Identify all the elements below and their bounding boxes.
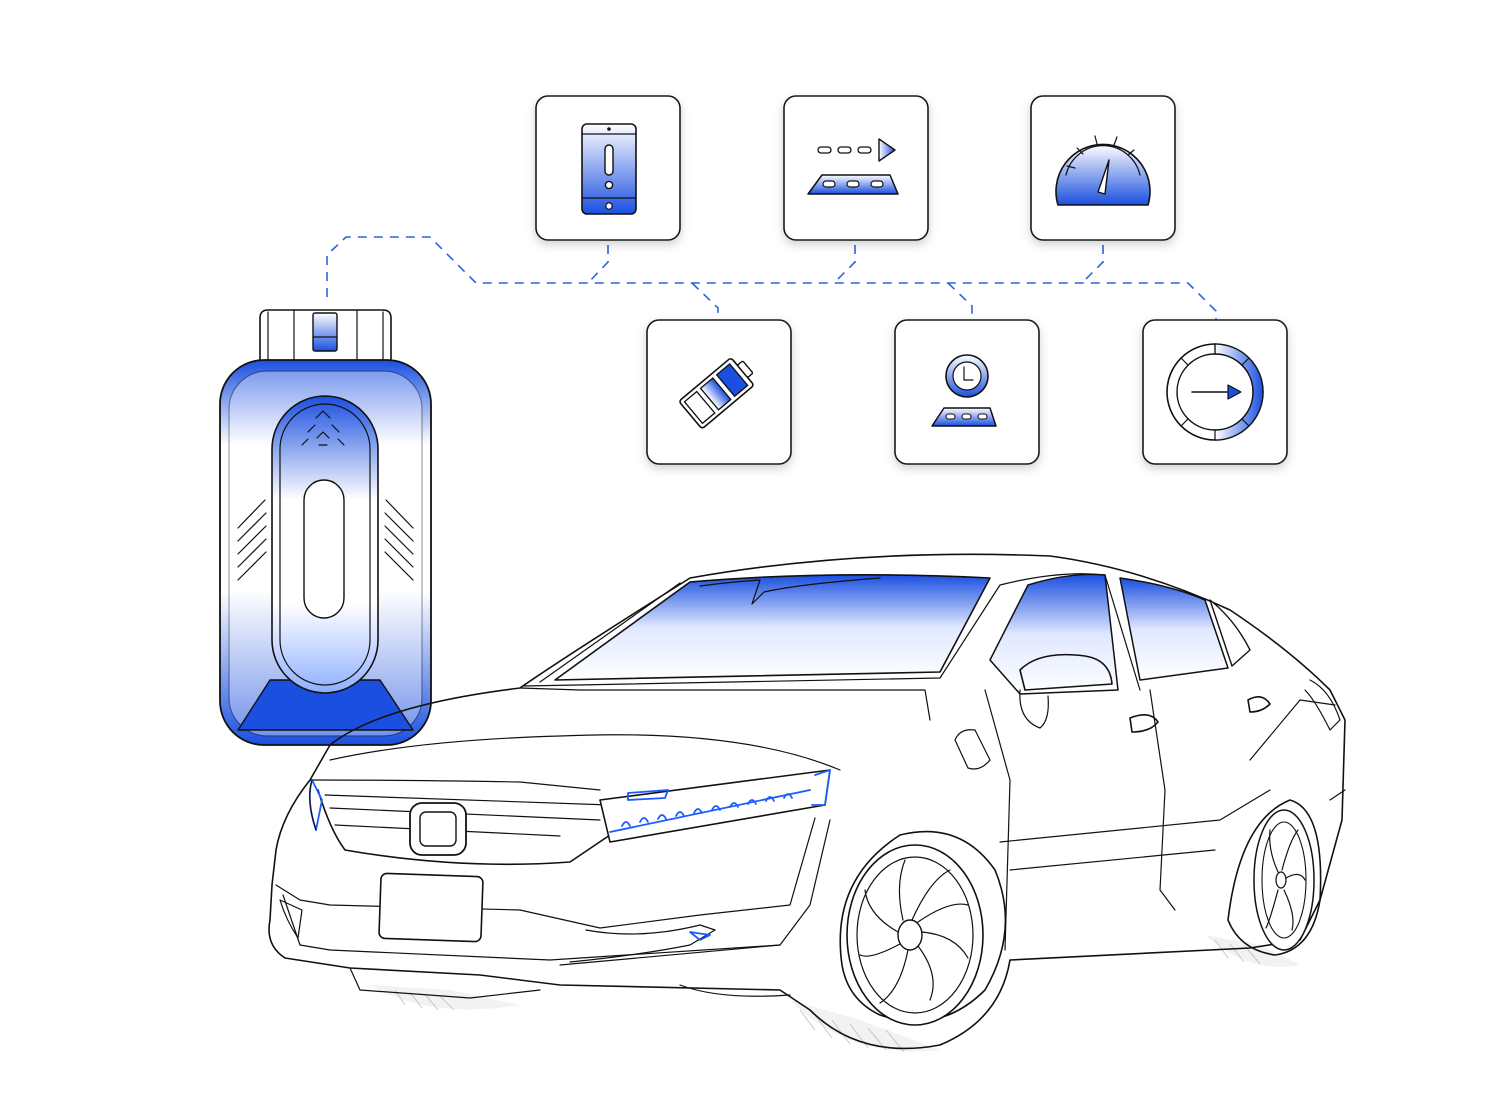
front-wheel xyxy=(839,830,1007,1026)
battery-icon xyxy=(679,358,754,429)
feature-card-route-sequence xyxy=(783,95,929,241)
phone-alert-icon xyxy=(581,123,637,215)
obd-dongle-icon xyxy=(219,309,432,746)
rear-wheel xyxy=(1227,799,1322,956)
connector-lines xyxy=(326,236,1217,320)
speedometer-icon xyxy=(1055,135,1151,206)
ground-shadow xyxy=(370,935,1300,1053)
clock-schedule-icon xyxy=(931,354,997,427)
route-sequence-icon xyxy=(807,138,899,195)
gauge-arrow-icon xyxy=(1166,343,1264,441)
sedan-car-icon xyxy=(268,553,1346,1053)
